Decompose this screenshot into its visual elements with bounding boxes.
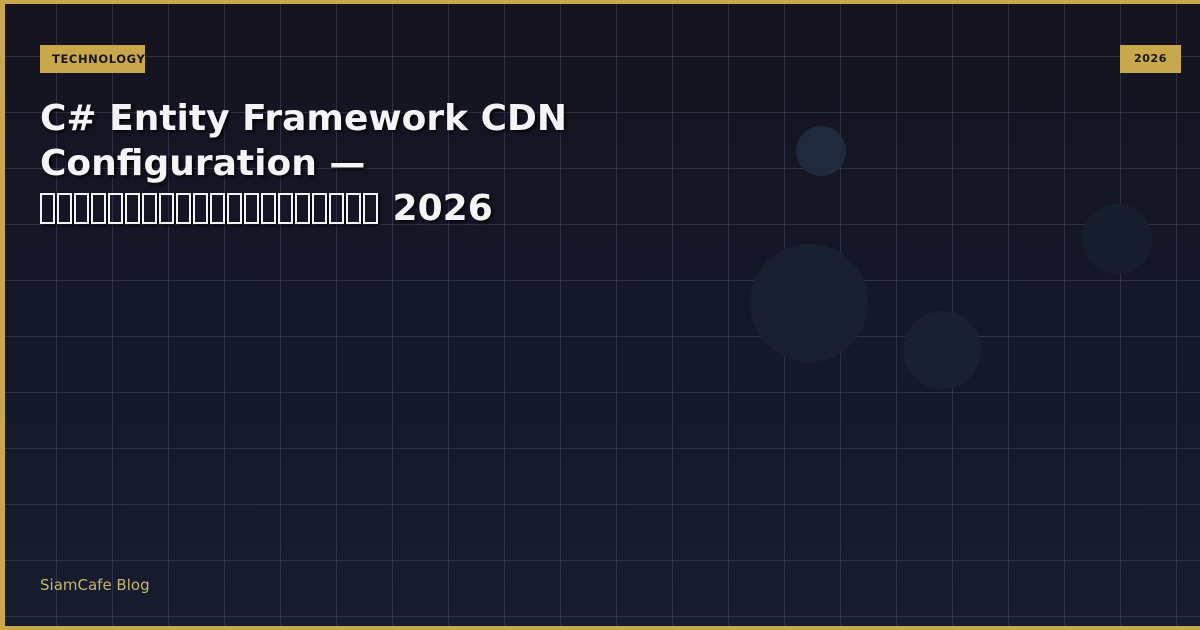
missing-glyph-box (295, 193, 310, 224)
missing-glyph-box (74, 193, 89, 224)
footer-brand: SiamCafe Blog (40, 576, 150, 594)
title-line-2: Configuration — (40, 143, 366, 184)
missing-glyph-box (142, 193, 157, 224)
missing-glyph-box (91, 193, 106, 224)
missing-glyph-box (159, 193, 174, 224)
title-line-3-year: 2026 (392, 188, 493, 229)
missing-glyph-box (261, 193, 276, 224)
missing-glyph-box (312, 193, 327, 224)
missing-glyph-box (193, 193, 208, 224)
missing-glyph-box (40, 193, 55, 224)
missing-glyph-box (227, 193, 242, 224)
title-line-3-missing-glyphs (40, 188, 380, 229)
missing-glyph-box (57, 193, 72, 224)
decor-circle (796, 126, 846, 176)
missing-glyph-box (125, 193, 140, 224)
decor-circle (903, 311, 981, 389)
missing-glyph-box (244, 193, 259, 224)
year-badge: 2026 (1120, 45, 1181, 73)
decor-circle (750, 244, 868, 362)
category-badge: TECHNOLOGY (40, 45, 145, 73)
missing-glyph-box (108, 193, 123, 224)
page-title: C# Entity Framework CDN Configuration — … (40, 96, 680, 231)
decor-circle (1082, 204, 1152, 274)
missing-glyph-box (363, 193, 378, 224)
missing-glyph-box (278, 193, 293, 224)
missing-glyph-box (210, 193, 225, 224)
missing-glyph-box (329, 193, 344, 224)
missing-glyph-box (176, 193, 191, 224)
missing-glyph-box (346, 193, 361, 224)
title-line-1: C# Entity Framework CDN (40, 98, 568, 139)
